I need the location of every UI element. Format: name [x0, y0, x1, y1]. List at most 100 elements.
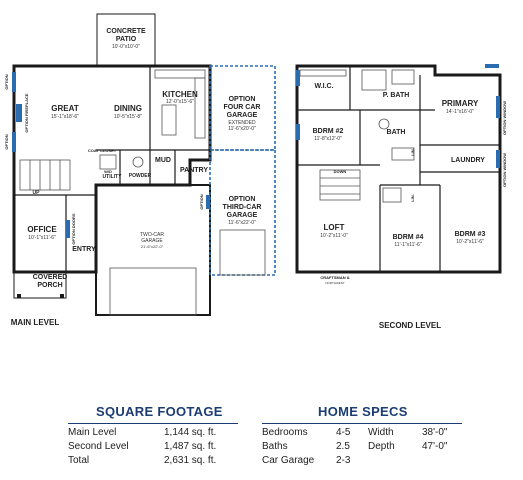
second-level-plan: W.I.C. P. BATH PRIMARY 14'-1"x16'-0" BDR…	[295, 64, 507, 330]
table-row: Bedrooms 4-5 Width 38'-0"	[262, 426, 482, 440]
garage-door	[109, 267, 197, 316]
office-doors-label: OPTION DOORS	[71, 213, 76, 244]
main-level-caption: MAIN LEVEL	[11, 318, 60, 327]
entry-label: ENTRY	[72, 246, 96, 253]
third-car-label: GARAGE	[227, 212, 258, 219]
tub-icon	[391, 69, 415, 85]
linen-label: LIN.	[410, 148, 415, 156]
bdrm3-dims: 10'-2"x11'-6"	[456, 239, 484, 245]
bdrm2-dims: 11'-8"x12'-0"	[314, 136, 342, 142]
garage-wall	[95, 184, 211, 316]
loft-dims: 10'-2"x11'-0"	[320, 233, 348, 239]
four-car-label: GARAGE	[227, 112, 258, 119]
spec-value: 38'-0"	[422, 427, 448, 438]
second-level-caption: SECOND LEVEL	[379, 321, 441, 330]
table-row: Total 2,631 sq. ft.	[68, 454, 248, 468]
table-row: Car Garage 2-3	[262, 454, 482, 468]
bath-tub-icon	[391, 147, 415, 161]
wic-label: W.I.C.	[314, 83, 333, 90]
main-level-plan: CONCRETE PATIO 10'-0"x10'-0" GREAT 15'-1…	[4, 13, 276, 327]
sqft-value: 2,631 sq. ft.	[164, 455, 217, 466]
bath-label: BATH	[387, 129, 406, 136]
patio-label: PATIO	[116, 36, 137, 43]
washer-dryer-icon	[99, 154, 117, 170]
powder-label: POWDER	[129, 173, 152, 179]
option-window-label: OPTION	[4, 134, 9, 149]
bdrm4-label: BDRM #4	[393, 234, 424, 241]
window-icon	[296, 70, 300, 86]
two-car-label: GARAGE	[141, 238, 163, 244]
bdrm4-dims: 11'-1"x11'-6"	[394, 242, 421, 248]
table-row: Baths 2.5 Depth 47'-0"	[262, 440, 482, 454]
craftsman-label: NORTHWEST	[325, 281, 344, 285]
bdrm3-label: BDRM #3	[455, 231, 486, 238]
home-specs-rule	[262, 423, 462, 424]
wic-shelf	[299, 69, 347, 77]
porch-label: PORCH	[37, 282, 62, 289]
option-window-icon	[12, 72, 16, 92]
dining-dims: 10'-5"x15'-8"	[114, 114, 142, 120]
table-row: Main Level 1,144 sq. ft.	[68, 426, 248, 440]
option-window-icon	[12, 132, 16, 152]
option-window-icon	[496, 96, 500, 118]
powder-toilet-icon	[132, 156, 144, 168]
window-icon	[296, 124, 300, 140]
window-icon	[485, 64, 499, 68]
two-car-dims: 21'-6"x22'-0"	[141, 244, 164, 249]
third-car-label: OPTION	[229, 196, 256, 203]
option-window-label: OPTION	[4, 74, 9, 89]
porch-post-icon	[60, 294, 64, 298]
four-car-label: FOUR CAR	[224, 104, 261, 111]
option-window-label: OPTION WINDOW	[502, 101, 507, 135]
patio-label: CONCRETE	[106, 28, 146, 35]
garage-door-option-icon	[206, 195, 210, 209]
office-dims: 10'-1"x11'-6"	[28, 235, 56, 241]
up-label: UP	[33, 190, 41, 196]
sqft-label: Main Level	[68, 427, 117, 438]
spec-value: 4-5	[336, 427, 351, 438]
closet-icon	[382, 187, 402, 203]
office-label: OFFICE	[27, 225, 57, 234]
dining-label: DINING	[114, 104, 142, 113]
pbath-label: P. BATH	[383, 92, 410, 99]
two-car-label: TWO-CAR	[140, 232, 164, 238]
pantry-label: PANTRY	[180, 167, 208, 174]
option-window-label: OPTION WINDOW	[502, 153, 507, 187]
third-car-dims: 11'-6"x22'-0"	[228, 220, 256, 226]
patio-dims: 10'-0"x10'-0"	[112, 44, 140, 50]
linen-label: LIN.	[410, 194, 415, 202]
kitchen-counter	[154, 69, 206, 79]
fireplace-icon	[16, 104, 22, 122]
primary-dims: 14'-1"x16'-0"	[446, 109, 474, 115]
table-row: Second Level 1,487 sq. ft.	[68, 440, 248, 454]
four-car-dims: 11'-6"x20'-0"	[228, 126, 256, 132]
upper-stairs	[319, 169, 361, 201]
shower-icon	[361, 69, 387, 91]
porch-label: COVERED	[33, 274, 68, 281]
down-label: DOWN	[334, 169, 347, 174]
four-car-label: OPTION	[229, 96, 256, 103]
sqft-value: 1,144 sq. ft.	[164, 427, 217, 438]
craftsman-label: CRAFTSMAN &	[320, 275, 349, 280]
square-footage-title: SQUARE FOOTAGE	[96, 404, 223, 419]
sqft-label: Second Level	[68, 441, 129, 452]
spec-label: Car Garage	[262, 455, 315, 466]
porch-outline	[13, 271, 67, 299]
spec-label: Depth	[368, 441, 395, 452]
kitchen-island	[161, 104, 177, 136]
sqft-label: Total	[68, 455, 90, 466]
laundry-label: LAUNDRY	[451, 157, 485, 164]
spec-label: Bedrooms	[262, 427, 308, 438]
main-stairs	[19, 159, 71, 191]
office-door-icon	[66, 220, 70, 238]
spec-label: Width	[368, 427, 394, 438]
floor-plan: CONCRETE PATIO 10'-0"x10'-0" GREAT 15'-1…	[4, 13, 507, 330]
spec-value: 47'-0"	[422, 441, 448, 452]
great-label: GREAT	[51, 104, 79, 113]
great-dims: 15'-1"x18'-6"	[51, 114, 79, 120]
fireplace-option-label: OPTION FIREPLACE	[24, 93, 29, 132]
square-footage-rule	[68, 423, 238, 424]
kitchen-label: KITCHEN	[162, 90, 198, 99]
garage-option-label: OPTION	[199, 194, 204, 209]
four-car-sub: EXTENDED	[228, 120, 256, 126]
